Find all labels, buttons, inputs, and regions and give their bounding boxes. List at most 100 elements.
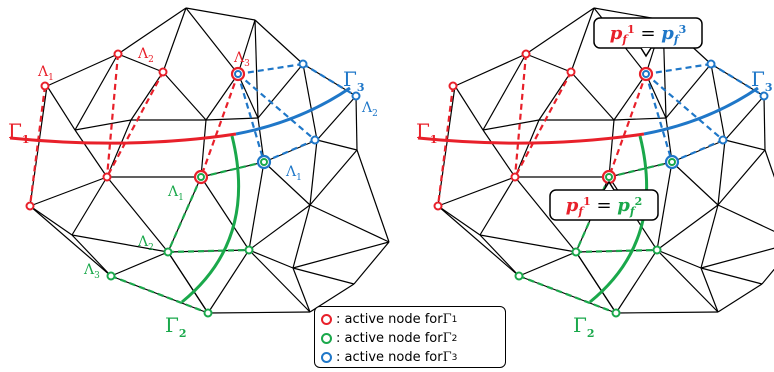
green-active-node	[514, 271, 524, 281]
red-dashed-link	[513, 53, 528, 178]
mesh-edge	[482, 119, 540, 131]
mesh-edge	[254, 19, 304, 65]
shared-node-inner	[605, 173, 613, 181]
mesh-edge	[717, 204, 774, 232]
mesh-edge	[437, 205, 481, 236]
mesh-edge	[185, 7, 256, 21]
green-dashed-link	[608, 160, 673, 179]
blue-active-node	[759, 91, 769, 101]
green-active-node	[571, 247, 581, 257]
mesh-edge	[717, 283, 763, 313]
mesh-edge	[700, 267, 719, 313]
mesh-edge	[316, 139, 358, 151]
blue-dashed-link	[645, 73, 724, 141]
mesh-edge	[248, 204, 311, 251]
mesh-edge	[309, 139, 318, 206]
lambda-label: Λ3	[233, 50, 250, 69]
gamma3-curve	[235, 86, 351, 136]
mesh-edge	[656, 204, 719, 251]
legend-gamma-subscript: 2	[451, 333, 458, 344]
green-dashed-link	[575, 248, 658, 254]
mesh-edge	[106, 119, 132, 178]
mesh-edge	[248, 249, 311, 313]
mesh-edge	[257, 63, 304, 119]
mesh-edge	[763, 95, 766, 151]
lambda-label: Λ1	[285, 164, 302, 183]
mesh-edge	[353, 241, 390, 285]
gamma3-curve	[643, 86, 759, 136]
gamma2-curve	[589, 135, 649, 304]
mesh-edge	[29, 205, 73, 236]
mesh-edge	[205, 73, 239, 121]
shared-node-inner	[642, 70, 650, 78]
mesh-edge	[316, 95, 357, 141]
equality-callout-text: pf1 = pf3	[610, 23, 687, 46]
gamma-label: Γ1	[8, 119, 30, 146]
red-active-node	[25, 201, 35, 211]
callout-pointer	[603, 180, 615, 191]
mesh-edge	[671, 161, 719, 206]
red-active-node	[448, 81, 458, 91]
mesh-edge	[482, 129, 516, 178]
mesh-edge	[237, 19, 256, 75]
mesh-edge	[71, 234, 169, 253]
gamma-label: Γ3	[343, 67, 365, 94]
mesh-edge	[724, 95, 765, 141]
legend-gamma-symbol: Γ	[442, 331, 452, 346]
gamma-label: Γ2	[573, 313, 595, 340]
mesh-edge	[656, 249, 702, 269]
mesh-edge	[665, 63, 712, 119]
legend-text: : active node for	[336, 331, 443, 346]
mesh-edge	[237, 73, 259, 119]
green-active-node	[244, 245, 254, 255]
mesh-edge	[292, 204, 311, 269]
mesh-edge	[207, 311, 311, 314]
mesh-edge	[665, 117, 673, 163]
mesh-edge	[538, 71, 572, 121]
mesh-edge	[518, 251, 577, 277]
red-active-node	[433, 201, 443, 211]
mesh-edge	[74, 119, 132, 131]
mesh-edge	[761, 268, 774, 285]
mesh-edge	[263, 139, 318, 163]
green-dashed-link	[518, 274, 617, 315]
gamma-label: Γ1	[416, 119, 438, 146]
mesh-edge	[608, 119, 615, 178]
red-active-node	[40, 81, 50, 91]
mesh-edge	[717, 149, 766, 206]
red-dashed-link	[607, 73, 648, 178]
mesh-edge	[482, 53, 527, 131]
mesh-edge	[645, 73, 667, 119]
green-dashed-link	[166, 176, 203, 253]
legend-gamma-symbol: Γ	[442, 350, 452, 365]
red-active-node	[102, 172, 112, 182]
mesh-edge	[263, 161, 311, 206]
mesh-edge	[479, 234, 520, 277]
legend-gamma-subscript: 3	[451, 352, 458, 363]
lambda-label: Λ1	[167, 184, 184, 203]
mesh-edge	[479, 234, 577, 253]
blue-dashed-link	[237, 73, 316, 141]
mesh-edge	[514, 119, 540, 178]
mesh-edge	[200, 176, 250, 251]
mesh-edge	[130, 71, 164, 121]
mesh-edge	[575, 251, 617, 314]
blue-active-node	[718, 135, 728, 145]
mesh-edge	[162, 7, 187, 73]
mesh-edge	[46, 53, 119, 87]
mesh-edge	[525, 53, 572, 73]
mesh-edge	[656, 249, 719, 313]
legend-gamma-symbol: Γ	[442, 312, 452, 327]
mesh-edge	[46, 85, 76, 131]
shared-node-inner	[668, 158, 676, 166]
mesh-edge	[292, 267, 355, 285]
mesh-edge	[106, 176, 169, 253]
green-active-node	[163, 247, 173, 257]
mesh-edge	[613, 73, 647, 121]
shared-node-inner	[260, 158, 268, 166]
red-node-icon	[321, 314, 332, 325]
mesh-edge	[200, 119, 207, 178]
mesh-edge	[700, 204, 719, 269]
